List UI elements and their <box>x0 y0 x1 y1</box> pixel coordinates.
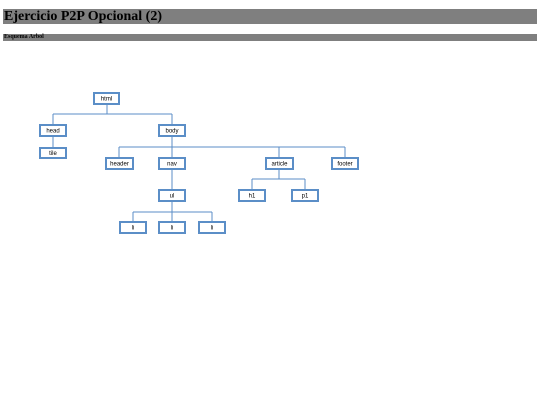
section-title: Esquema Arbol <box>4 34 44 40</box>
node-title-label: tile <box>49 151 57 157</box>
section-bar: Esquema Arbol <box>3 34 537 41</box>
node-p1: p1 <box>291 189 319 202</box>
node-li-3-label: li <box>211 226 214 232</box>
node-li-1: li <box>119 221 147 234</box>
node-header-label: header <box>110 162 129 168</box>
node-li-2-label: li <box>171 226 174 232</box>
node-html-label: html <box>101 97 112 103</box>
node-li-3: li <box>198 221 226 234</box>
node-html: html <box>93 92 120 105</box>
node-li-1-label: li <box>132 226 135 232</box>
node-footer-label: footer <box>337 162 352 168</box>
node-ul-label: ul <box>170 194 175 200</box>
node-p1-label: p1 <box>302 194 309 200</box>
node-nav-label: nav <box>167 162 177 168</box>
node-footer: footer <box>331 157 359 170</box>
node-body-label: body <box>165 129 178 135</box>
node-title: tile <box>39 147 67 159</box>
node-article: article <box>265 157 294 170</box>
node-h1-label: h1 <box>249 194 256 200</box>
node-head-label: head <box>46 129 59 135</box>
page-title: Ejercicio P2P Opcional (2) <box>4 9 162 24</box>
node-li-2: li <box>158 221 186 234</box>
node-body: body <box>158 124 186 137</box>
node-article-label: article <box>271 162 288 168</box>
node-nav: nav <box>158 157 186 170</box>
tree-edges <box>52 104 346 222</box>
node-header: header <box>105 157 134 170</box>
node-h1: h1 <box>238 189 266 202</box>
node-ul: ul <box>158 189 186 202</box>
node-head: head <box>39 124 67 137</box>
title-bar: Ejercicio P2P Opcional (2) <box>3 9 537 24</box>
